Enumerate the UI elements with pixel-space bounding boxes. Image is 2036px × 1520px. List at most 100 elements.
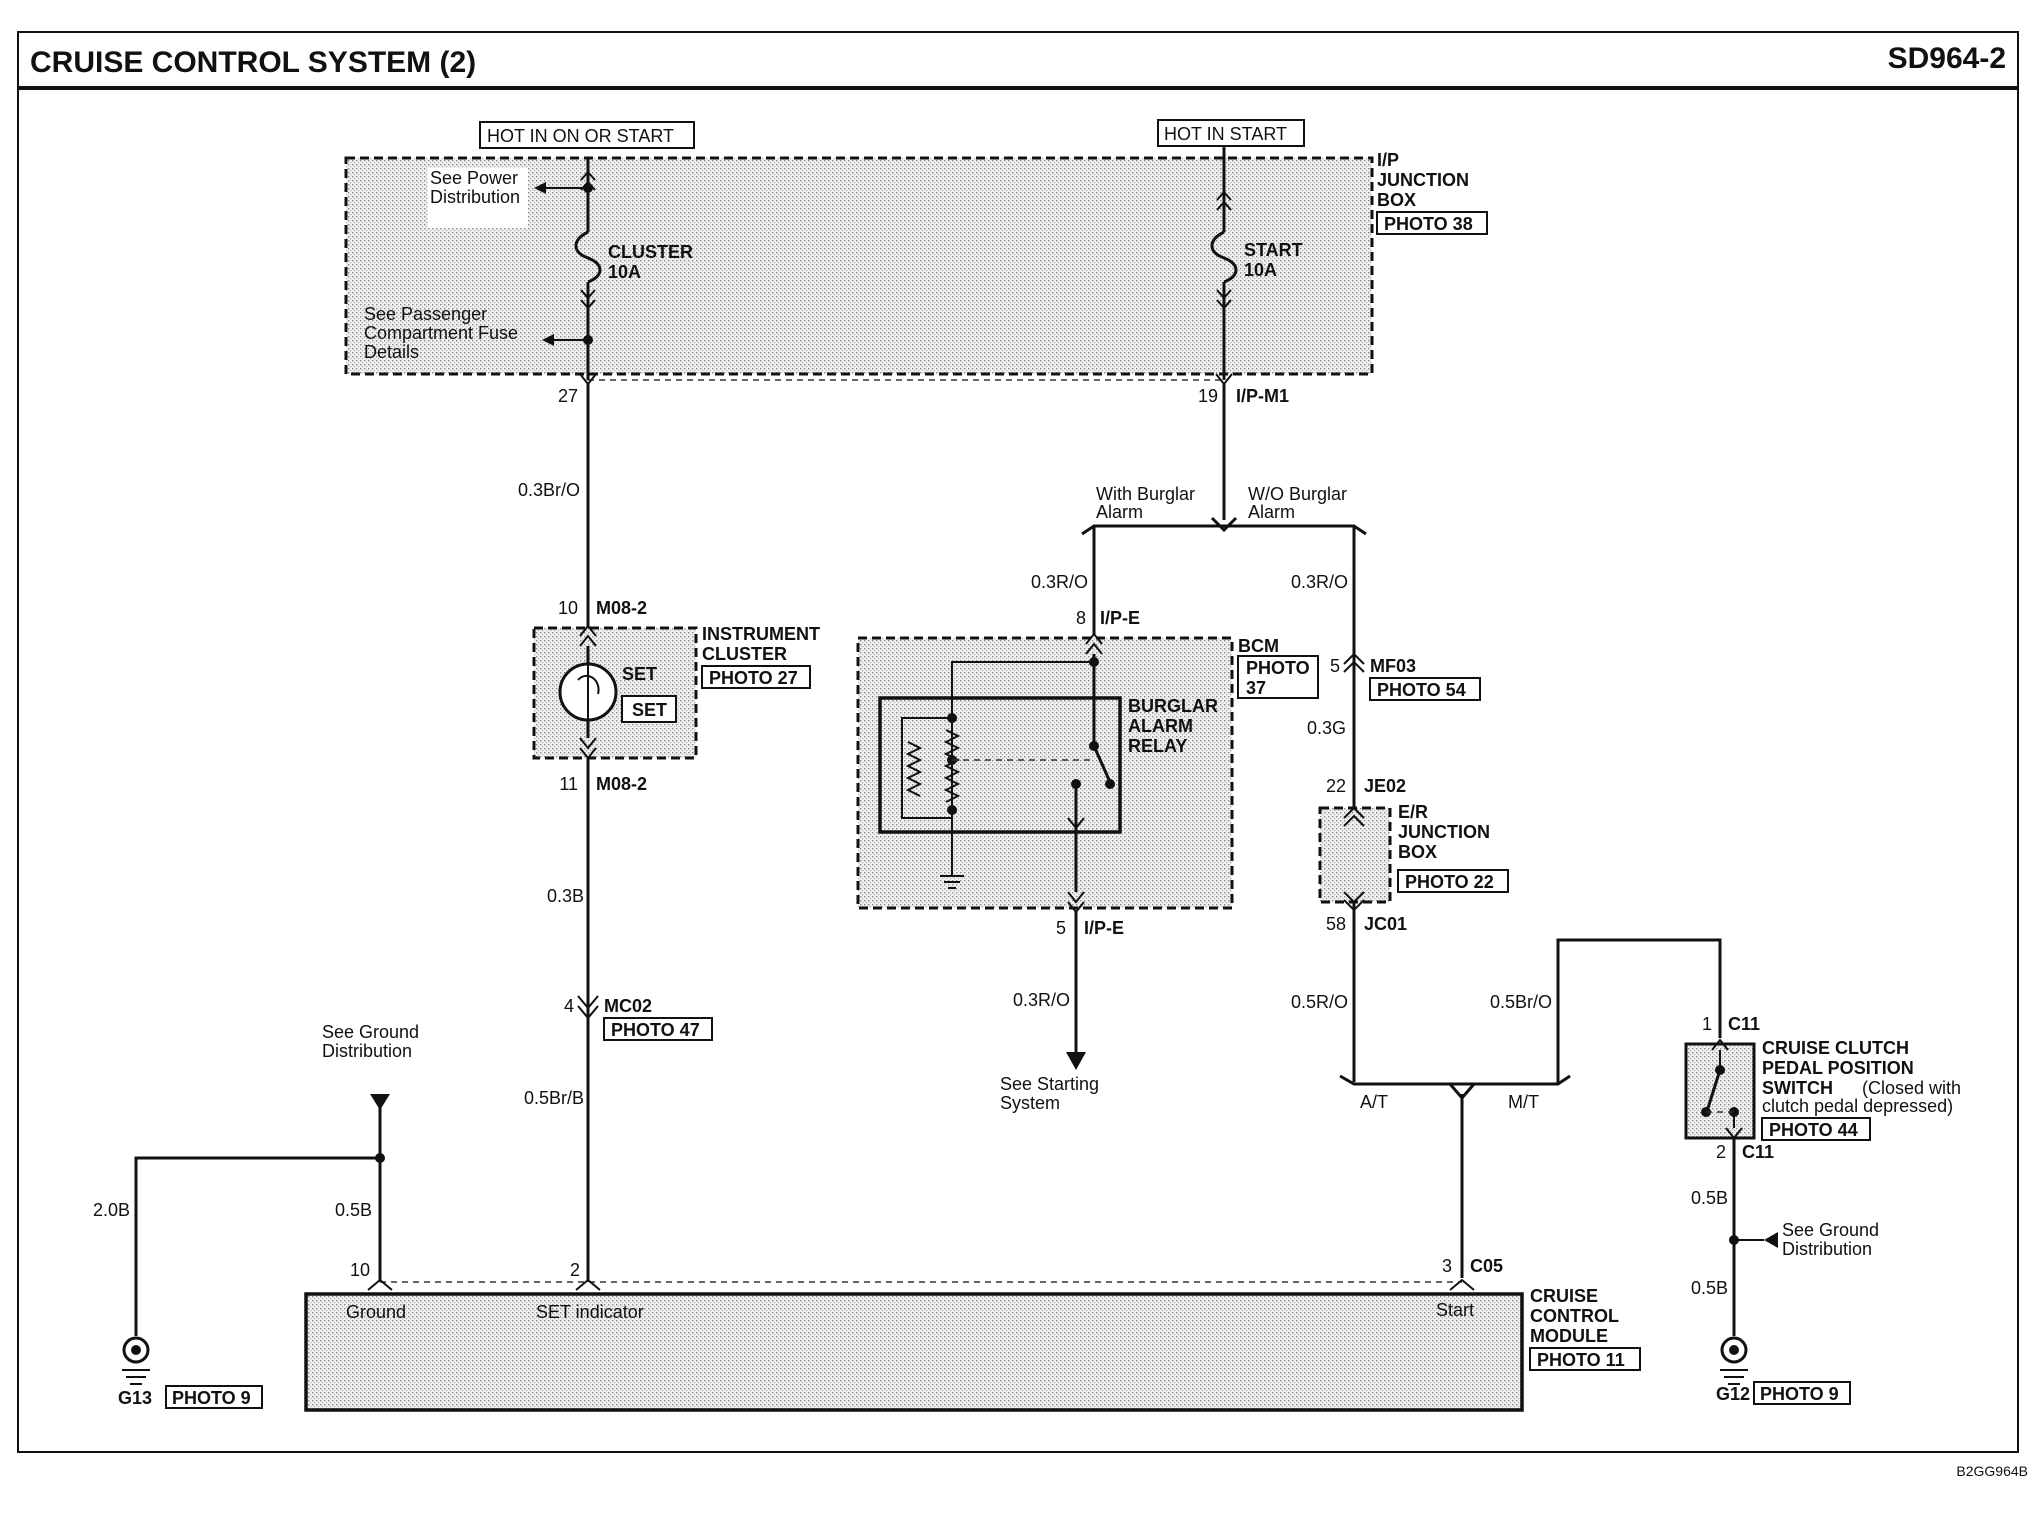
module-label-2: CONTROL	[1530, 1306, 1619, 1326]
fuse-start-name: START	[1244, 240, 1303, 260]
drawing-code: B2GG964B	[1956, 1463, 2028, 1479]
branch-with-1: With Burglar	[1096, 484, 1195, 504]
er-label-2: JUNCTION	[1398, 822, 1490, 842]
fuse-cluster-name: CLUSTER	[608, 242, 693, 262]
arrow-left-icon	[534, 182, 546, 194]
pin-8-ipe: 8	[1076, 608, 1086, 628]
module-photo: PHOTO 11	[1537, 1350, 1625, 1370]
conn-m08-2-bottom: M08-2	[596, 774, 647, 794]
bcm-photo-1: PHOTO	[1246, 658, 1310, 678]
branch-split	[1081, 524, 1367, 536]
conn-jc01: JC01	[1364, 914, 1407, 934]
clutch-note-1: (Closed with	[1862, 1078, 1961, 1098]
pin-2-module: 2	[570, 1260, 580, 1280]
clutch-label-2: PEDAL POSITION	[1762, 1058, 1914, 1078]
conn-c11-bottom: C11	[1742, 1142, 1774, 1162]
ground-right-see-1: See Ground	[1782, 1220, 1879, 1240]
wire-mt-clutch	[1556, 938, 1722, 1084]
pin-2-c11: 2	[1716, 1142, 1726, 1162]
relay-label-3: RELAY	[1128, 736, 1187, 756]
wire-label-w8: 0.5R/O	[1291, 992, 1348, 1012]
wire-label-w3: 0.5Br/B	[524, 1088, 584, 1108]
page-frame	[17, 31, 2019, 1453]
power-label-on-start	[479, 121, 695, 149]
conn-mc02: MC02	[604, 996, 652, 1016]
pin-10-m08: 10	[558, 598, 578, 618]
power-label-start-text: HOT IN START	[1164, 124, 1287, 144]
wire-label-w6: 0.3R/O	[1291, 572, 1348, 592]
arrow-down-icon	[1066, 1052, 1086, 1070]
fuse-start-rating: 10A	[1244, 260, 1277, 280]
wire-label-w9: 0.5Br/O	[1490, 992, 1552, 1012]
clutch-note-2: clutch pedal depressed)	[1762, 1096, 1953, 1116]
fuse-icon	[574, 230, 602, 284]
resistor-icon	[905, 741, 923, 797]
lamp-label: SET	[622, 664, 657, 684]
relay-label-1: BURGLAR	[1128, 696, 1218, 716]
ip-junction-box: I/P JUNCTION BOX PHOTO 38 See Power Dist…	[344, 146, 1488, 381]
er-label-3: BOX	[1398, 842, 1437, 862]
branch-mt: M/T	[1508, 1092, 1539, 1112]
fuse-cluster-rating: 10A	[608, 262, 641, 282]
see-pass-1: See Passenger	[364, 304, 487, 324]
conn-c11-top: C11	[1728, 1014, 1760, 1034]
arrow-left-icon	[542, 334, 554, 346]
see-starting-1: See Starting	[1000, 1074, 1099, 1094]
cruise-control-module: Ground SET indicator Start	[304, 1278, 1524, 1412]
wire-label-w1: 0.3Br/O	[518, 480, 580, 500]
branch-with-2: Alarm	[1096, 502, 1143, 522]
ground-left-see-2: Distribution	[322, 1041, 412, 1061]
ipjb-label-1: I/P	[1377, 150, 1399, 170]
er-junction-box	[1318, 806, 1392, 912]
term-start: Start	[1436, 1300, 1474, 1320]
term-set-indicator: SET indicator	[536, 1302, 644, 1322]
ground-right-see-2: Distribution	[1782, 1239, 1872, 1259]
fuse-icon	[1210, 230, 1238, 284]
wire-label-w5: 0.3R/O	[1013, 990, 1070, 1010]
wire-to-g13	[134, 1156, 380, 1336]
mc02-photo: PHOTO 47	[611, 1020, 700, 1040]
relay-label-2: ALARM	[1128, 716, 1193, 736]
see-power-1: See Power	[430, 168, 518, 188]
connector-mc02-icon	[577, 995, 599, 1020]
wire-label-w10: 2.0B	[93, 1200, 130, 1220]
relay-box	[878, 696, 1122, 834]
ipjb-photo: PHOTO 38	[1384, 214, 1473, 234]
power-label-start	[1157, 119, 1305, 147]
ground-g12-icon	[1720, 1336, 1748, 1385]
power-label-on-start-text: HOT IN ON OR START	[487, 126, 674, 146]
clutch-photo: PHOTO 44	[1769, 1120, 1858, 1140]
conn-ip-m1: I/P-M1	[1236, 386, 1289, 406]
pin-5-ipe: 5	[1056, 918, 1066, 938]
conn-mf03: MF03	[1370, 656, 1416, 676]
ground-g13-photo: PHOTO 9	[172, 1388, 251, 1408]
cluster-label-1: INSTRUMENT	[702, 624, 820, 644]
arrow-down-icon	[370, 1094, 390, 1110]
clutch-label-3: SWITCH	[1762, 1078, 1833, 1098]
branch-wo-1: W/O Burglar	[1248, 484, 1347, 504]
branch-wo-2: Alarm	[1248, 502, 1295, 522]
pin-10-module: 10	[350, 1260, 370, 1280]
ipjb-label-2: JUNCTION	[1377, 170, 1469, 190]
page-title: CRUISE CONTROL SYSTEM (2)	[30, 46, 476, 79]
bcm-photo-2: 37	[1246, 678, 1266, 698]
pin-4-mc02: 4	[564, 996, 574, 1016]
ground-symbol-icon	[940, 875, 964, 889]
see-pass-3: Details	[364, 342, 419, 362]
ground-g12-name: G12	[1716, 1384, 1750, 1404]
lamp-box-label: SET	[632, 700, 667, 720]
conn-c05: C05	[1470, 1256, 1503, 1276]
pin-27: 27	[558, 386, 578, 406]
wire-label-w2: 0.3B	[547, 886, 584, 906]
see-power-2: Distribution	[430, 187, 520, 207]
clutch-label-1: CRUISE CLUTCH	[1762, 1038, 1909, 1058]
wire-label-w12: 0.5B	[1691, 1188, 1728, 1208]
conn-ipe-top: I/P-E	[1100, 608, 1140, 628]
pin-5-mf03: 5	[1330, 656, 1340, 676]
ipjb-label-3: BOX	[1377, 190, 1416, 210]
ground-g12-photo: PHOTO 9	[1760, 1384, 1839, 1404]
ground-g13-name: G13	[118, 1388, 152, 1408]
page-code: SD964-2	[1888, 42, 2006, 75]
er-photo: PHOTO 22	[1405, 872, 1494, 892]
